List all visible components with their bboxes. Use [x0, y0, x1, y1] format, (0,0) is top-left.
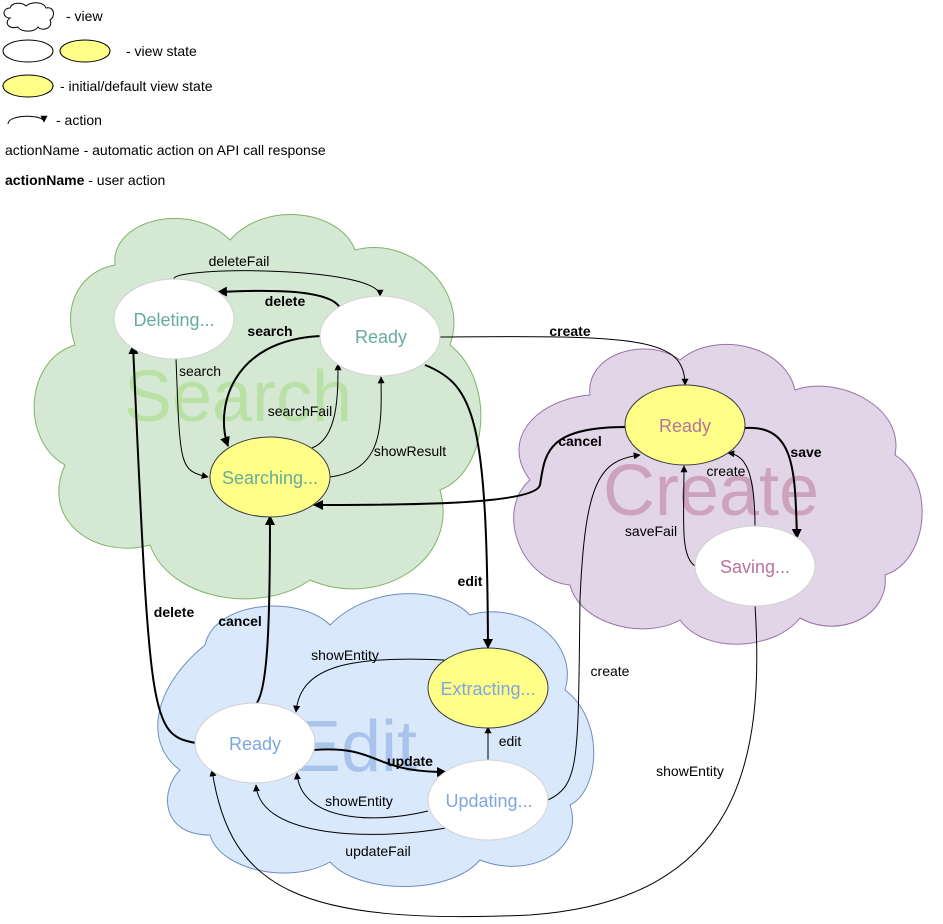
state-search-deleting-label: Deleting... — [133, 310, 214, 330]
create-view-label: Create — [603, 451, 819, 531]
label-update: update — [387, 753, 433, 769]
legend-view-state-text: - view state — [126, 43, 197, 59]
label-search-user: search — [247, 323, 292, 339]
label-edit-inner: edit — [499, 733, 522, 749]
legend-view-text: - view — [66, 8, 103, 24]
edge-deletefail — [173, 270, 384, 297]
edge-delete-left — [128, 344, 197, 744]
edge-delete-top — [217, 286, 341, 309]
state-create-ready — [624, 384, 746, 466]
label-savefail: saveFail — [625, 523, 677, 539]
state-edit-updating-label: Updating... — [445, 791, 532, 811]
label-cancel-create: cancel — [558, 433, 602, 449]
state-edit-ready — [194, 702, 316, 784]
label-showentity-right: showEntity — [656, 763, 724, 779]
edge-create-top — [439, 336, 689, 386]
edge-update — [312, 748, 447, 777]
edge-cancel-create — [313, 426, 627, 510]
legend-initial-state-icon — [2, 74, 54, 98]
edge-cancel-edit — [255, 515, 275, 705]
state-search-deleting — [113, 278, 235, 360]
legend-cloud-icon — [3, 2, 54, 32]
label-showentity-inner: showEntity — [325, 793, 393, 809]
edge-save — [744, 426, 802, 539]
label-searchfail: searchFail — [268, 403, 333, 419]
search-view-label: Search — [124, 357, 352, 437]
edge-create-edit — [547, 452, 641, 801]
transitions — [128, 270, 802, 918]
create-view-cloud — [513, 344, 923, 645]
edge-edit — [424, 364, 493, 649]
state-create-saving-label: Saving... — [720, 557, 790, 577]
label-showresult: showResult — [374, 443, 446, 459]
state-edit-ready-label: Ready — [229, 734, 281, 754]
label-delete-top: delete — [265, 293, 306, 309]
legend-view-state-white-icon — [2, 39, 54, 63]
legend-action-arrow-icon — [7, 115, 48, 125]
label-deletefail: deleteFail — [209, 253, 270, 269]
legend-user-action-text: actionName - user action — [5, 172, 165, 188]
search-view: Search — [33, 214, 482, 600]
state-search-searching-label: Searching... — [222, 468, 318, 488]
edge-showresult — [329, 376, 385, 478]
state-create-ready-label: Ready — [659, 416, 711, 436]
label-create-inner: create — [707, 463, 746, 479]
legend-auto-action-text: actionName - automatic action on API cal… — [5, 142, 326, 158]
edge-create-inner — [727, 450, 756, 529]
edge-search-auto — [175, 357, 209, 479]
legend-action-text: - action — [56, 112, 102, 128]
label-create-edit: create — [591, 663, 630, 679]
edge-showentity-top — [293, 658, 445, 713]
edge-searchfail — [311, 363, 342, 449]
legend-user-action-desc: - user action — [84, 172, 165, 188]
label-create-top: create — [549, 323, 590, 339]
state-create-saving — [694, 525, 816, 607]
legend-initial-state-text: - initial/default view state — [60, 78, 213, 94]
label-delete-left: delete — [154, 604, 195, 620]
label-search-auto: search — [179, 363, 221, 379]
edge-showentity-inner — [293, 772, 429, 819]
states: Deleting... Ready Searching... Ready Sav… — [113, 278, 816, 841]
edge-savefail — [680, 465, 696, 567]
edge-showentity-right — [209, 604, 758, 918]
state-edit-updating — [427, 759, 549, 841]
legend-user-action-name: actionName — [5, 172, 85, 188]
label-cancel-edit: cancel — [218, 613, 262, 629]
state-search-ready — [319, 295, 441, 377]
legend-view-state-yellow-icon — [59, 39, 111, 63]
create-view: Create — [513, 344, 923, 645]
state-search-ready-label: Ready — [355, 327, 407, 347]
edge-search-user — [220, 335, 322, 447]
legend: - view - view state - initial/default vi… — [2, 2, 326, 188]
label-edit: edit — [458, 573, 483, 589]
label-updatefail: updateFail — [345, 843, 410, 859]
transition-labels: deleteFail delete search search searchFa… — [154, 253, 822, 859]
label-showentity-top: showEntity — [311, 647, 379, 663]
state-edit-extracting-label: Extracting... — [440, 679, 535, 699]
edge-updatefail — [252, 784, 447, 835]
label-save: save — [790, 444, 821, 460]
state-edit-extracting — [427, 647, 549, 729]
state-search-searching — [209, 436, 331, 518]
